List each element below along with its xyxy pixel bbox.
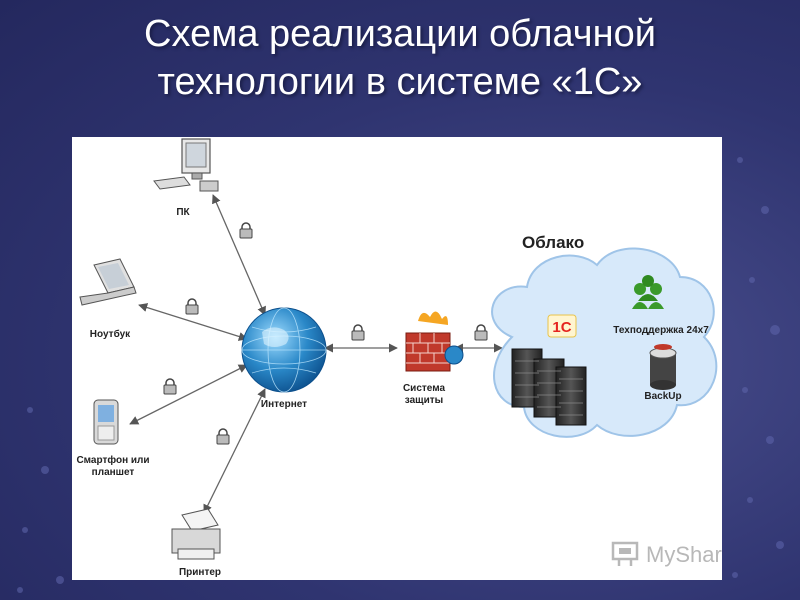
- onec-logo-icon: 1С: [547, 314, 577, 338]
- printer-icon: [171, 508, 221, 560]
- lock-icon: [216, 428, 230, 445]
- link-smartphone-internet: [129, 364, 248, 425]
- support-label: Техподдержка 24х7: [613, 325, 709, 336]
- smartphone-icon: [93, 399, 119, 445]
- internet-label: Интернет: [260, 399, 308, 410]
- lock-icon: [351, 324, 365, 341]
- link-printer-internet: [203, 388, 266, 514]
- title-line-2: технологии в системе «1С»: [157, 61, 643, 103]
- cloud-shape: [491, 247, 718, 438]
- database-icon: [649, 344, 677, 390]
- servers-icon: [511, 348, 587, 426]
- printer-label: Принтер: [178, 567, 222, 578]
- globe-icon: [241, 307, 327, 393]
- slide-title: Схема реализации облачной технологии в с…: [0, 10, 800, 106]
- laptop-icon: [79, 258, 137, 306]
- watermark-logo-icon: [611, 541, 639, 566]
- lock-icon: [474, 324, 488, 341]
- title-line-1: Схема реализации облачной: [144, 13, 656, 55]
- diagram-canvas: 1С: [79, 138, 718, 560]
- lock-icon: [163, 378, 177, 395]
- pc-label: ПК: [176, 207, 190, 218]
- lock-icon: [239, 222, 253, 239]
- smartphone-label-line-1: Смартфон или: [76, 455, 150, 466]
- smartphone-label-line-2: планшет: [91, 467, 135, 478]
- security-label-line-2: защиты: [404, 395, 444, 406]
- lock-icon: [185, 298, 199, 315]
- smartphone-label: Смартфон или планшет: [72, 455, 154, 479]
- watermark-text: MyShared: [646, 542, 722, 567]
- backup-label: BackUp: [644, 391, 682, 402]
- onec-logo-text: 1С: [552, 319, 571, 336]
- cloud-label: Облако: [522, 233, 585, 252]
- firewall-icon: [405, 311, 464, 372]
- padlock-icons: [163, 222, 488, 445]
- diagram-panel: 1С ПК Ноутбук Смартфон или: [72, 137, 722, 580]
- laptop-label: Ноутбук: [89, 329, 131, 340]
- link-laptop-internet: [138, 303, 248, 341]
- support-team-icon: [632, 275, 664, 309]
- security-label: Система защиты: [394, 383, 454, 407]
- pc-icon: [153, 138, 219, 192]
- security-label-line-1: Система: [402, 383, 446, 394]
- watermark: MyShared: [610, 540, 722, 568]
- link-pc-internet: [212, 194, 266, 316]
